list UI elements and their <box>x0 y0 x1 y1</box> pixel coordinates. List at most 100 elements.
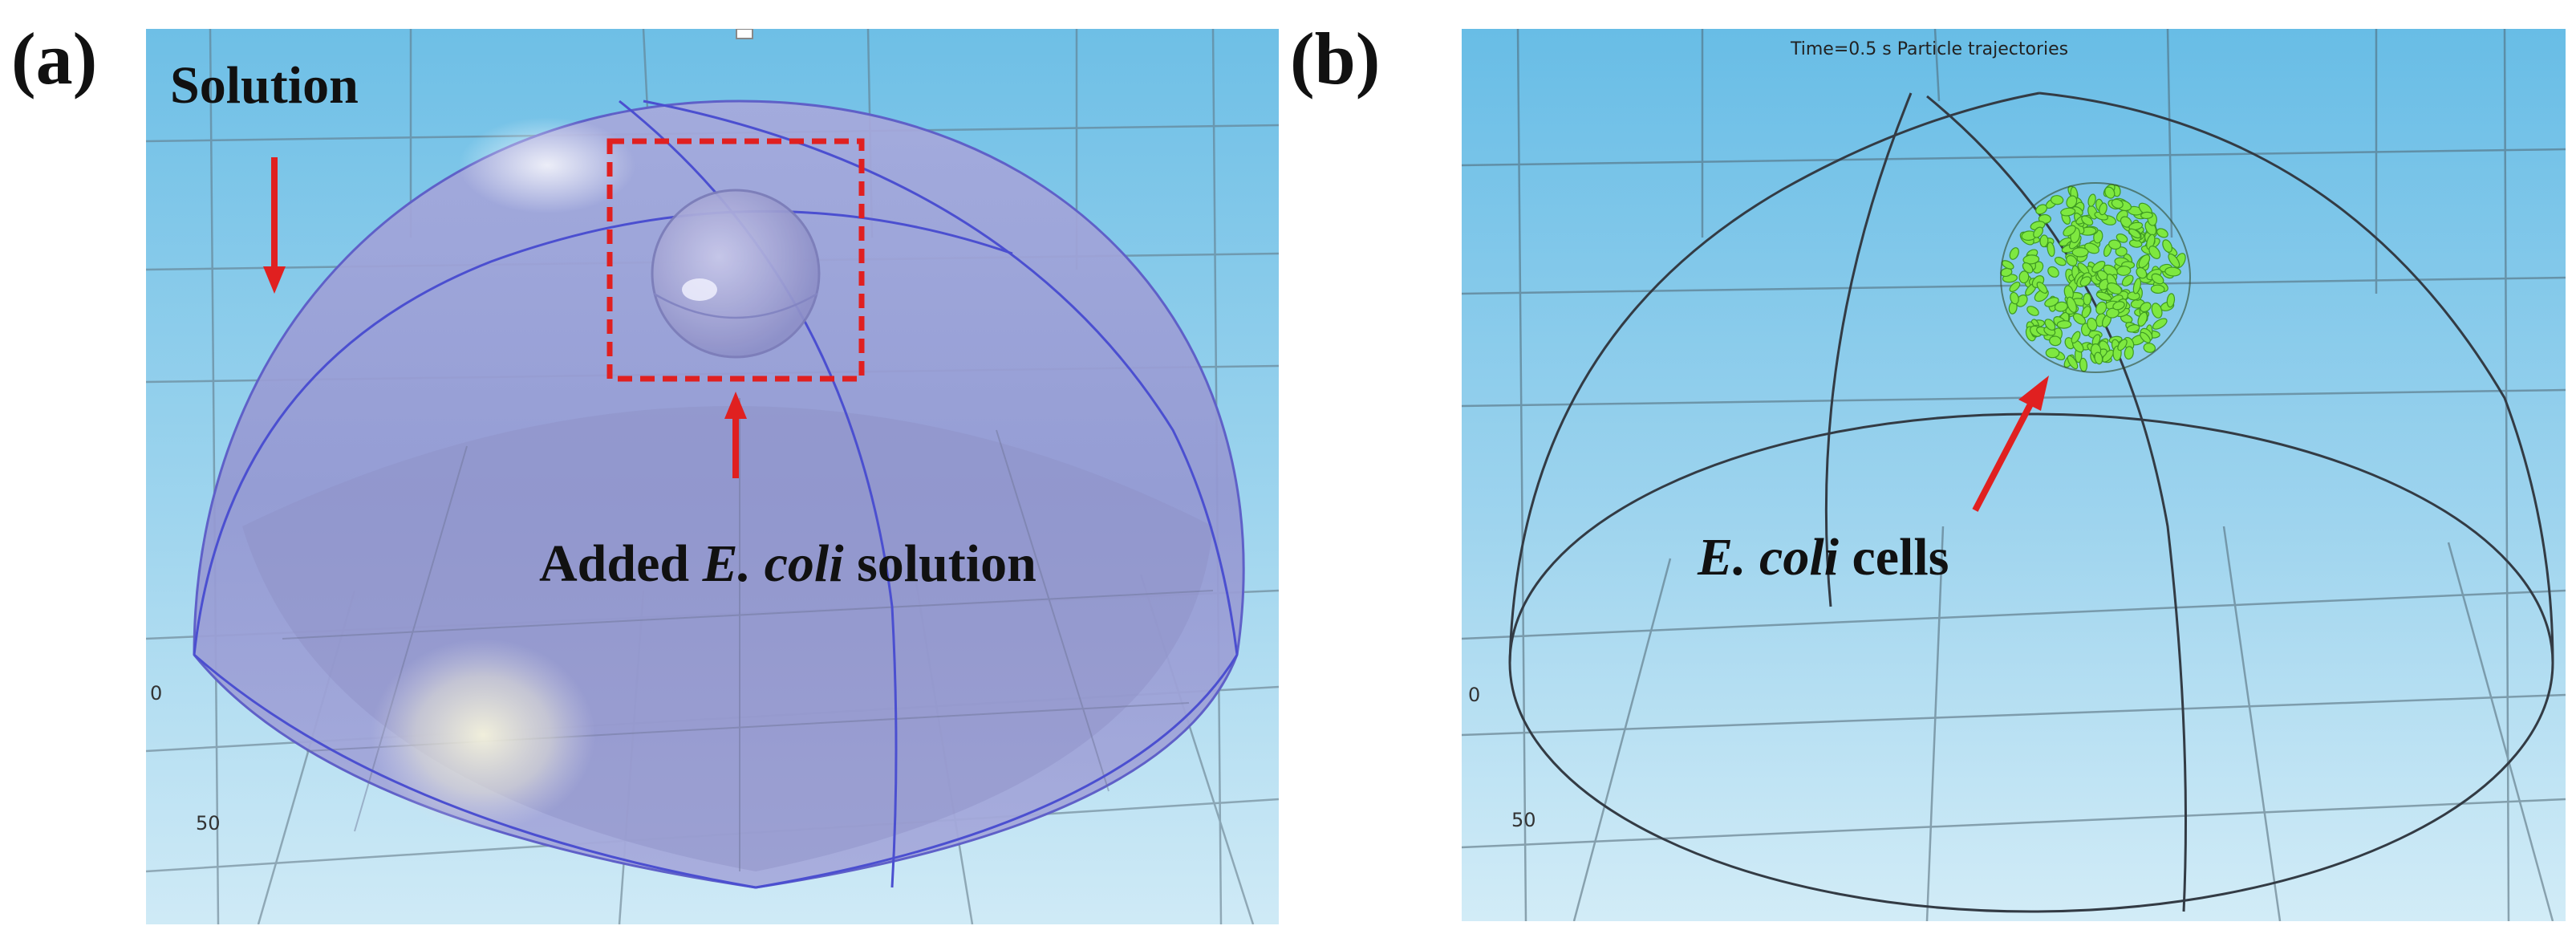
wireframe-arc-left <box>1508 91 2040 664</box>
ecoli-cell-particle <box>2148 246 2161 259</box>
ecoli-cells-label: E. coli cells <box>1697 528 1949 587</box>
light-highlight <box>459 117 635 213</box>
ecoli-cell-particle <box>2128 221 2144 231</box>
dome-rim-line <box>193 653 1239 889</box>
ecoli-cell-particle <box>2156 228 2168 238</box>
sky-background <box>1462 29 2566 921</box>
ecoli-cell-particle <box>2151 303 2163 319</box>
ecoli-cell-particle <box>2106 307 2120 319</box>
ecoli-cell-particle <box>2121 274 2134 286</box>
ecoli-cell-particle <box>2138 254 2151 269</box>
panel-a-scene: Solution Added E. coli solution 0 50 <box>146 29 1279 924</box>
ecoli-cell-particle <box>2036 282 2048 294</box>
ecoli-cell-particle <box>2087 193 2096 207</box>
ecoli-cell-particle <box>2063 225 2076 237</box>
meridian-line-left <box>193 209 1013 656</box>
panel-b-label: (b) <box>1290 18 1381 99</box>
droplet-highlight <box>682 278 717 301</box>
ecoli-cell-particle <box>2095 301 2107 315</box>
ecoli-cell-particle <box>2094 351 2103 365</box>
wireframe-arc-right <box>2038 91 2554 664</box>
ecoli-cell-particle <box>2018 270 2030 284</box>
ecoli-cell-particle <box>2009 247 2019 260</box>
ecoli-cell-particle <box>2047 266 2059 278</box>
ecoli-cell-particle <box>2047 242 2055 258</box>
ecoli-cell-particle <box>2087 317 2098 331</box>
ecoli-cell-particle <box>2044 319 2056 331</box>
ecoli-droplet-sphere <box>651 189 821 359</box>
particle-sphere-outline <box>2000 182 2191 373</box>
ecoli-cell-particle <box>2091 261 2106 273</box>
light-spot <box>371 639 595 831</box>
ecoli-cell-particle <box>2140 211 2153 220</box>
ecoli-cell-particle <box>2128 228 2141 239</box>
ecoli-cell-particle <box>2152 318 2168 330</box>
droplet-equator <box>653 292 818 319</box>
ecoli-cell-particle <box>2067 355 2079 370</box>
ecoli-cell-particle <box>2115 246 2128 257</box>
ecoli-cell-particle <box>2071 331 2081 344</box>
ecoli-cell-particle <box>2099 202 2107 216</box>
axis-tick-0: 0 <box>150 682 162 705</box>
ecoli-cell-particle <box>2035 204 2048 215</box>
arrow-solution <box>263 157 286 294</box>
arrow-added-solution <box>724 392 747 478</box>
ecoli-cell-particle <box>2146 234 2156 250</box>
ecoli-cell-particle <box>2136 266 2148 279</box>
ecoli-cell-particle <box>2010 291 2019 305</box>
ecoli-cell-particle <box>2066 254 2078 266</box>
axis-tick-50: 50 <box>196 812 221 835</box>
ecoli-cell-particle <box>2081 215 2094 226</box>
added-ecoli-label: Added E. coli solution <box>539 534 1036 593</box>
panel-b-viewport: Time=0.5 s Particle trajectories <box>1462 29 2566 921</box>
ecoli-cell-particle <box>2071 246 2089 258</box>
ecoli-cell-particle <box>2166 293 2176 308</box>
wireframe-meridian <box>1926 95 2187 912</box>
droplet-highlight-box <box>606 138 865 382</box>
ecoli-cell-particle <box>2033 226 2044 238</box>
ecoli-cell-particle <box>2162 239 2172 253</box>
ecoli-cell-particle <box>2060 207 2076 217</box>
ecoli-cell-particle <box>2050 195 2064 205</box>
ecoli-cell-particle <box>2137 311 2148 327</box>
ecoli-cell-particle <box>2126 324 2140 333</box>
ecoli-cell-particle <box>2054 257 2067 266</box>
solution-label: Solution <box>170 56 359 115</box>
ecoli-cell-particle <box>2140 302 2152 313</box>
ecoli-cell-particle <box>2039 234 2049 248</box>
ecoli-cell-particle <box>2066 296 2077 313</box>
ecoli-cell-particle <box>2132 278 2142 294</box>
ecoli-cell-particle <box>2143 343 2156 353</box>
wireframe-meridian-back <box>1824 92 1913 607</box>
ecoli-cell-particle <box>2127 291 2140 301</box>
ecoli-cell-particle <box>2124 346 2134 360</box>
ecoli-cell-particle <box>2083 293 2092 306</box>
ecoli-cell-particle <box>2049 335 2062 347</box>
ecoli-cell-particle <box>2066 195 2078 209</box>
meridian-line-right <box>643 99 1239 656</box>
ecoli-cell-particle <box>2095 291 2112 302</box>
ecoli-cell-particle <box>2009 281 2021 293</box>
ecoli-cell-particle <box>2117 339 2128 351</box>
arrow-ecoli-cells <box>1972 376 2049 512</box>
ecoli-cell-particle <box>2106 282 2123 294</box>
ecoli-cell-particle <box>2140 331 2151 343</box>
ecoli-cell-particle <box>2168 253 2180 268</box>
ecoli-cell-particle <box>2108 239 2122 250</box>
axis-tick-0: 0 <box>1468 684 1480 706</box>
panel-b-scene: Time=0.5 s Particle trajectories <box>1462 29 2566 921</box>
ecoli-cell-particle <box>2022 254 2040 265</box>
view-marker <box>736 29 753 39</box>
ecoli-cell-particle <box>2079 276 2091 287</box>
ecoli-cell-particle <box>2045 347 2060 359</box>
ecoli-cell-particle <box>2044 297 2059 307</box>
ecoli-cell-particle <box>2081 306 2091 319</box>
ecoli-cell-particle <box>2150 284 2165 294</box>
ecoli-cell-particle <box>2022 262 2034 274</box>
panel-a-label: (a) <box>11 18 98 99</box>
ecoli-cell-particle <box>2111 198 2124 209</box>
axis-tick-50: 50 <box>1511 809 1536 831</box>
ecoli-cell-particle <box>2026 306 2039 316</box>
wireframe-dome <box>1508 91 2554 913</box>
ecoli-cell-particle <box>2116 234 2128 243</box>
